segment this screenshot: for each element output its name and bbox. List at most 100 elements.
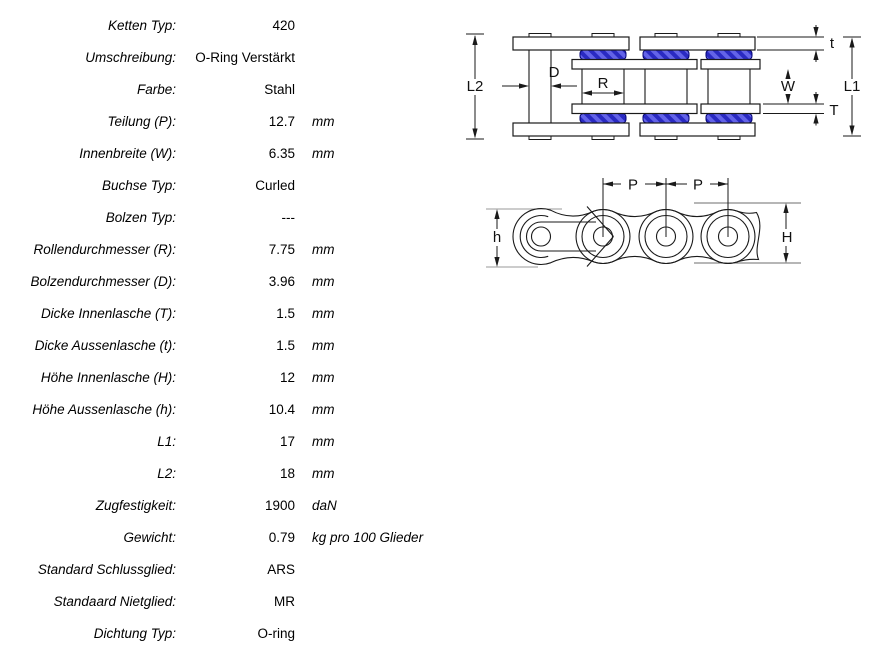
spec-label: Dicke Aussenlasche (t): (34, 338, 176, 353)
spec-value: 1900 (264, 498, 295, 513)
spec-value: --- (281, 210, 296, 225)
spec-label: Umschreibung: (85, 50, 176, 65)
spec-row: Zugfestigkeit: 1900 daN (0, 490, 452, 522)
spec-unit: daN (312, 498, 337, 513)
spec-row: Bolzen Typ: --- (0, 202, 452, 234)
rollers (519, 214, 750, 259)
dimension-H (783, 203, 789, 263)
roller-arc (519, 214, 549, 259)
spec-label: Gewicht: (123, 530, 176, 545)
spec-row: Bolzendurchmesser (D): 3.96 mm (0, 266, 452, 298)
dimension-T (763, 92, 824, 126)
inner-plate (700, 58, 761, 70)
link-plates (512, 207, 761, 266)
inner-plate (571, 103, 698, 115)
o-ring (642, 49, 690, 60)
spec-value: 1.5 (276, 306, 295, 321)
spec-unit: mm (312, 370, 335, 385)
spec-unit: mm (312, 146, 335, 161)
spec-value: 420 (272, 18, 295, 33)
spec-label: Standard Schlussglied: (37, 562, 176, 577)
inner-plate (571, 58, 698, 70)
clip-opening (586, 206, 614, 267)
outer-plates (512, 36, 756, 137)
dimension-h (494, 209, 500, 267)
outer-plate (639, 36, 756, 51)
dim-label-W: W (781, 78, 796, 95)
dim-label-T: T (829, 102, 838, 119)
spec-row: Gewicht: 0.79 kg pro 100 Glieder (0, 522, 452, 554)
chain-top-view-diagram: L2 D R W t T L1 (466, 25, 861, 140)
spec-label: Teilung (P): (107, 114, 176, 129)
spec-value: 1.5 (276, 338, 295, 353)
spec-unit: mm (312, 338, 335, 353)
spec-label: Innenbreite (W): (79, 146, 176, 161)
dim-label-D: D (549, 64, 560, 81)
inner-plates (571, 58, 761, 115)
spec-row: Dichtung Typ: O-ring (0, 618, 452, 650)
spec-label: Höhe Aussenlasche (h): (32, 402, 176, 417)
spec-value: 12.7 (268, 114, 295, 129)
spec-value: Stahl (264, 82, 295, 97)
spec-table: Ketten Typ: 420 Umschreibung: O-Ring Ver… (0, 10, 452, 650)
roller-edges (581, 69, 751, 104)
spec-row: L1: 17 mm (0, 426, 452, 458)
dim-label-t: t (830, 35, 835, 52)
outer-plate (639, 122, 756, 137)
chain-side-view-diagram: P P h H (486, 177, 801, 268)
o-ring (642, 113, 690, 124)
dimension-P (602, 178, 729, 237)
spec-row: Standaard Nietglied: MR (0, 586, 452, 618)
spec-value: 7.75 (268, 242, 295, 257)
o-ring (579, 49, 627, 60)
extension-lines (486, 208, 562, 268)
spec-row: Buchse Typ: Curled (0, 170, 452, 202)
spec-label: Bolzen Typ: (105, 210, 176, 225)
spec-label: Höhe Innenlasche (H): (40, 370, 176, 385)
spec-unit: mm (312, 242, 335, 257)
dim-label-H: H (782, 229, 793, 246)
extension-lines-H (694, 202, 801, 264)
spec-value: ARS (267, 562, 295, 577)
dimension-L1 (843, 36, 861, 137)
spec-row: Standard Schlussglied: ARS (0, 554, 452, 586)
outer-plate (512, 36, 630, 51)
o-ring (705, 49, 753, 60)
spec-value: 10.4 (268, 402, 295, 417)
spec-label: L2: (157, 466, 176, 481)
spec-label: Zugfestigkeit: (95, 498, 176, 513)
spec-unit: mm (312, 402, 335, 417)
spec-value: 3.96 (268, 274, 295, 289)
pins-and-rollers (528, 50, 751, 123)
pin-hole (530, 226, 552, 247)
spec-value: 6.35 (268, 146, 295, 161)
spring-clip (526, 206, 614, 267)
o-ring (579, 113, 627, 124)
spec-value: MR (274, 594, 295, 609)
spec-label: Ketten Typ: (107, 18, 176, 33)
spec-row: Höhe Aussenlasche (h): 10.4 mm (0, 394, 452, 426)
spec-label: Farbe: (136, 82, 176, 97)
broken-link-plate (700, 208, 761, 265)
dim-label-P1: P (628, 177, 638, 194)
spec-value: 12 (279, 370, 295, 385)
dim-label-L1: L1 (844, 78, 861, 95)
spec-row: Innenbreite (W): 6.35 mm (0, 138, 452, 170)
spec-row: Farbe: Stahl (0, 74, 452, 106)
spec-unit: mm (312, 274, 335, 289)
spec-value: 0.79 (268, 530, 295, 545)
spec-value: 18 (279, 466, 295, 481)
pin-shaft (528, 50, 552, 123)
dim-label-R: R (598, 75, 609, 92)
o-ring (705, 113, 753, 124)
spec-label: Buchse Typ: (101, 178, 176, 193)
spec-label: Dichtung Typ: (93, 626, 176, 641)
spec-value: 17 (279, 434, 295, 449)
inner-plate (700, 103, 761, 115)
spec-value: O-Ring Verstärkt (195, 50, 295, 65)
dimension-D (502, 83, 577, 89)
spec-row: L2: 18 mm (0, 458, 452, 490)
outer-plate (512, 122, 630, 137)
spec-row: Rollendurchmesser (R): 7.75 mm (0, 234, 452, 266)
spec-label: Dicke Innenlasche (T): (40, 306, 176, 321)
